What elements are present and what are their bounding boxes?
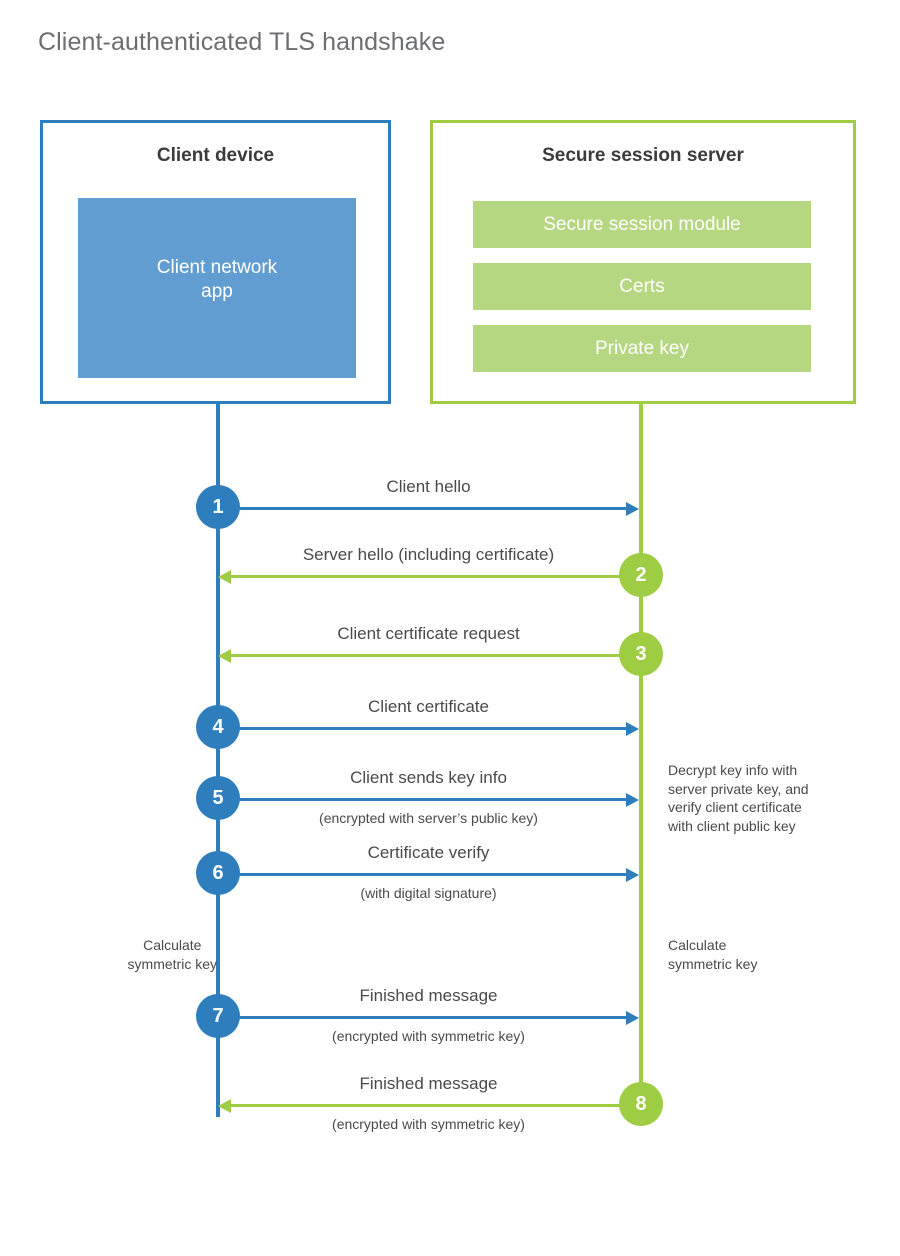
step-circle-1[interactable]: 1 <box>196 485 240 529</box>
step-circle-6[interactable]: 6 <box>196 851 240 895</box>
message-3-label: Client certificate request <box>337 624 520 643</box>
client-network-app-label: Client network app <box>156 256 278 302</box>
message-2-line <box>231 575 639 578</box>
secure-session-server-box: Secure session server Secure session mod… <box>430 120 856 404</box>
step-circle-4[interactable]: 4 <box>196 705 240 749</box>
server-block-secure-session-module: Secure session module <box>473 201 811 248</box>
message-4-label: Client certificate <box>368 697 489 716</box>
message-6-arrowhead <box>626 867 639 882</box>
client-network-app-block: Client network app <box>78 198 356 378</box>
message-1-arrowhead <box>626 501 639 516</box>
client-lifeline <box>216 404 220 1117</box>
note-server-decrypt: Decrypt key info with server private key… <box>668 762 809 834</box>
step-circle-5[interactable]: 5 <box>196 776 240 820</box>
message-3-line <box>231 654 639 657</box>
message-8-line <box>231 1104 639 1107</box>
message-2-arrowhead <box>218 569 231 584</box>
message-1-line <box>218 507 626 510</box>
message-7-sublabel: (encrypted with symmetric key) <box>332 1028 525 1044</box>
message-8-sublabel: (encrypted with symmetric key) <box>332 1116 525 1132</box>
message-4-arrowhead <box>626 721 639 736</box>
step-circle-2[interactable]: 2 <box>619 553 663 597</box>
message-6-label: Certificate verify <box>367 843 490 862</box>
message-5-label: Client sends key info <box>350 768 507 787</box>
message-7-line <box>218 1016 626 1019</box>
message-3-arrowhead <box>218 648 231 663</box>
step-circle-7[interactable]: 7 <box>196 994 240 1038</box>
message-5-arrowhead <box>626 792 639 807</box>
step-circle-8[interactable]: 8 <box>619 1082 663 1126</box>
message-5-sublabel: (encrypted with server’s public key) <box>319 810 538 826</box>
client-device-title: Client device <box>156 145 275 166</box>
message-2-label: Server hello (including certificate) <box>302 545 555 564</box>
message-5-line <box>218 798 626 801</box>
message-1-label: Client hello <box>386 477 471 496</box>
message-4-line <box>218 727 626 730</box>
secure-session-server-title: Secure session server <box>542 145 744 166</box>
message-8-arrowhead <box>218 1098 231 1113</box>
client-device-box: Client device Client network app <box>40 120 391 404</box>
step-circle-3[interactable]: 3 <box>619 632 663 676</box>
message-7-label: Finished message <box>359 986 498 1005</box>
note-client-calculate: Calculate symmetric key <box>127 937 217 972</box>
message-6-line <box>218 873 626 876</box>
message-7-arrowhead <box>626 1010 639 1025</box>
message-6-sublabel: (with digital signature) <box>360 885 497 901</box>
page-title: Client-authenticated TLS handshake <box>38 28 446 56</box>
note-server-calculate: Calculate symmetric key <box>668 937 758 972</box>
message-8-label: Finished message <box>359 1074 498 1093</box>
server-block-certs: Certs <box>473 263 811 310</box>
server-lifeline <box>639 404 643 1103</box>
server-block-private-key: Private key <box>473 325 811 372</box>
